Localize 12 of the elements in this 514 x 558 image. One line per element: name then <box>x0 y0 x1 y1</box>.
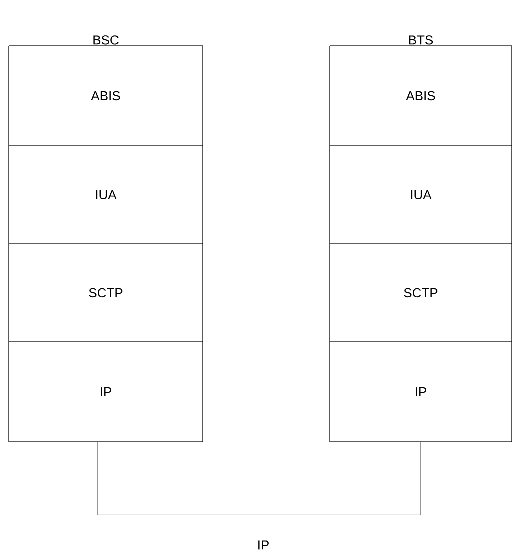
layer-box: IP <box>330 342 512 442</box>
edge-label: IP <box>256 540 271 551</box>
node-label: BSC <box>94 36 119 45</box>
layer-box: ABIS <box>8 46 204 146</box>
layer-box: ABIS <box>330 46 512 146</box>
node-label: BTS <box>409 36 434 45</box>
layer-box: SCTP <box>8 244 204 342</box>
connector-line <box>98 442 422 516</box>
layer-box: IP <box>8 342 204 442</box>
layer-box: SCTP <box>330 244 512 342</box>
layer-box: IUA <box>330 146 512 244</box>
layer-box: IUA <box>8 146 204 244</box>
